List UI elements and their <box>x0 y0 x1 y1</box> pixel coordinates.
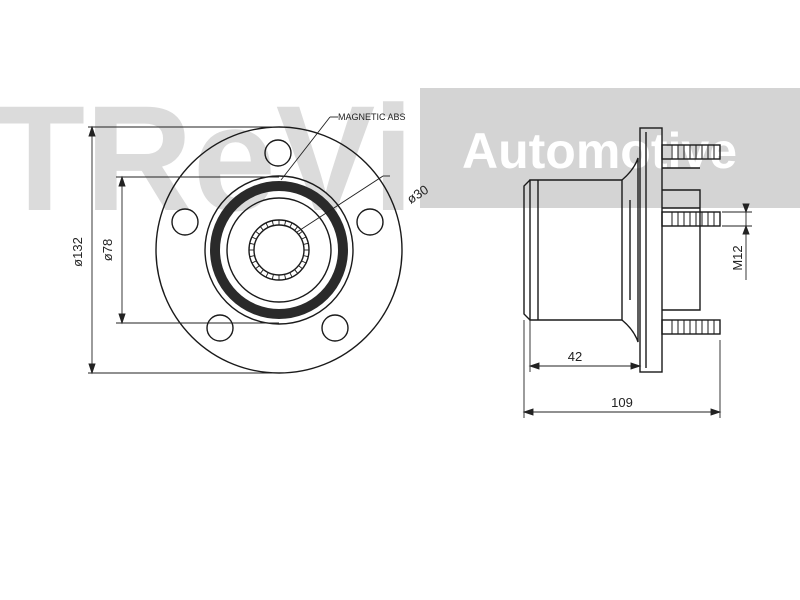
side-view <box>523 127 721 373</box>
bearing-outer-ring <box>204 175 354 325</box>
spline-tooth <box>271 274 274 280</box>
abs-magnetic-ring <box>210 181 348 319</box>
spline-tooth <box>301 260 307 264</box>
arrow-head <box>742 224 750 235</box>
thread-label: M12 <box>730 245 745 270</box>
spline-tooth <box>249 255 255 258</box>
spline-tooth <box>284 274 287 280</box>
spline-tooth <box>265 222 269 228</box>
bolt-hole <box>206 314 234 342</box>
arrow-head <box>528 362 540 370</box>
bearing-chamfer <box>523 179 531 321</box>
bolt-hole <box>321 314 349 342</box>
bolt-hole <box>264 139 292 167</box>
spline-tooth <box>284 220 287 226</box>
spline-tooth <box>271 220 274 226</box>
arrow-head <box>118 313 126 325</box>
leader-bore <box>296 175 384 233</box>
watermark: TReVi Automotive <box>0 74 800 242</box>
pilot-diameter-label: ø78 <box>100 239 115 261</box>
bearing-inner-ring <box>226 197 332 303</box>
spline-tooth <box>249 242 255 245</box>
watermark-brand: TReVi <box>0 74 414 242</box>
spline-tooth <box>298 230 303 235</box>
spline-tooth <box>303 255 309 258</box>
hub-neck <box>621 157 639 343</box>
arrow-head <box>118 175 126 187</box>
spline-tooth <box>259 226 264 231</box>
spline-tooth <box>251 236 257 240</box>
side-dimensions <box>522 203 752 418</box>
spline-tooth <box>303 242 309 245</box>
spline-tooth <box>298 265 303 270</box>
arrow-head <box>522 408 534 416</box>
bearing-width-label: 42 <box>568 349 582 364</box>
magnetic-abs-label: MAGNETIC ABS <box>338 112 406 122</box>
bolt-hole <box>356 208 384 236</box>
bolt-hole <box>171 208 199 236</box>
wheel-stud <box>661 144 721 160</box>
arrow-head <box>88 363 96 375</box>
spline-teeth <box>249 220 309 280</box>
arrow-head <box>742 203 750 214</box>
arrow-head <box>630 362 642 370</box>
spline-tooth <box>294 226 299 231</box>
leader-abs <box>280 116 331 181</box>
pilot-boss <box>662 189 701 311</box>
spline-tooth <box>289 272 293 278</box>
spline-tooth <box>251 260 257 264</box>
arrow-head <box>710 408 722 416</box>
overall-width-label: 109 <box>611 395 633 410</box>
spline-tooth <box>294 269 299 274</box>
arrow-head <box>88 125 96 137</box>
flange-plate <box>639 127 663 373</box>
wheel-stud <box>661 211 721 227</box>
front-view <box>155 126 403 374</box>
watermark-band <box>420 88 800 208</box>
spline-tooth <box>259 269 264 274</box>
spline-tooth <box>255 265 260 270</box>
flange-diameter-label: ø132 <box>70 237 85 267</box>
spline-tooth <box>265 272 269 278</box>
spline-tooth <box>255 230 260 235</box>
front-dimensions <box>88 116 390 375</box>
spline-tooth <box>301 236 307 240</box>
spline-tooth <box>289 222 293 228</box>
wheel-stud <box>661 319 721 335</box>
watermark-tagline: Automotive <box>462 123 737 179</box>
